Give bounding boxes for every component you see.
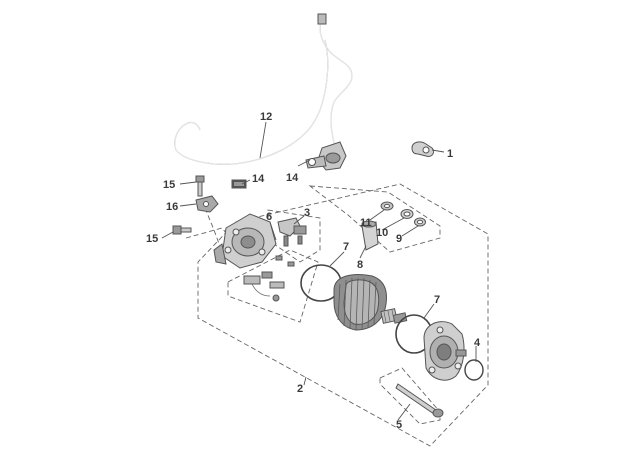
bolt-15-leader-dash [185,227,233,241]
callout-15-upper: 15 [163,179,175,191]
callout-14-right: 14 [252,173,265,185]
seal-4 [464,359,484,381]
bracket-16 [195,195,219,213]
washer-10 [400,209,414,219]
callout-1: 1 [447,148,453,160]
callout-3: 3 [304,207,310,219]
front-cover [423,321,467,381]
callout-10: 10 [376,227,388,239]
bolt-15-lower [172,225,192,235]
callout-11: 11 [360,217,372,229]
bolt-15-upper [195,175,205,197]
brush-parts [243,255,295,302]
callout-16: 16 [166,201,178,213]
callout-9: 9 [396,233,402,245]
callout-2: 2 [297,383,303,395]
armature [333,274,408,331]
callout-15-lower: 15 [146,233,158,245]
callout-6: 6 [266,211,272,223]
callout-labels: 1 2 3 4 5 6 7 7 8 9 10 11 12 14 14 15 15… [146,111,481,431]
clip-part-1 [411,141,435,157]
callout-14-left: 14 [286,172,299,184]
brush-group-outline [267,209,321,263]
end-housing-6 [213,213,277,269]
terminal-14 [231,179,247,189]
through-bolt-5 [395,383,444,418]
callout-8: 8 [357,259,363,271]
washer-11 [380,201,394,211]
brush-holder-3 [277,217,307,247]
assembly-outline [197,183,489,447]
plate-group-outline [227,249,319,323]
callout-4: 4 [474,337,481,349]
cable-harness [174,13,353,171]
bolt-group-outline [379,367,441,425]
callout-5: 5 [396,419,402,431]
leader-lines [161,121,477,421]
callout-7-lower: 7 [434,294,440,306]
washer-9 [414,217,426,227]
pin-8 [361,220,379,251]
callout-7-upper: 7 [343,241,349,253]
washer-group-outline [308,185,441,253]
callout-12: 12 [260,111,272,123]
